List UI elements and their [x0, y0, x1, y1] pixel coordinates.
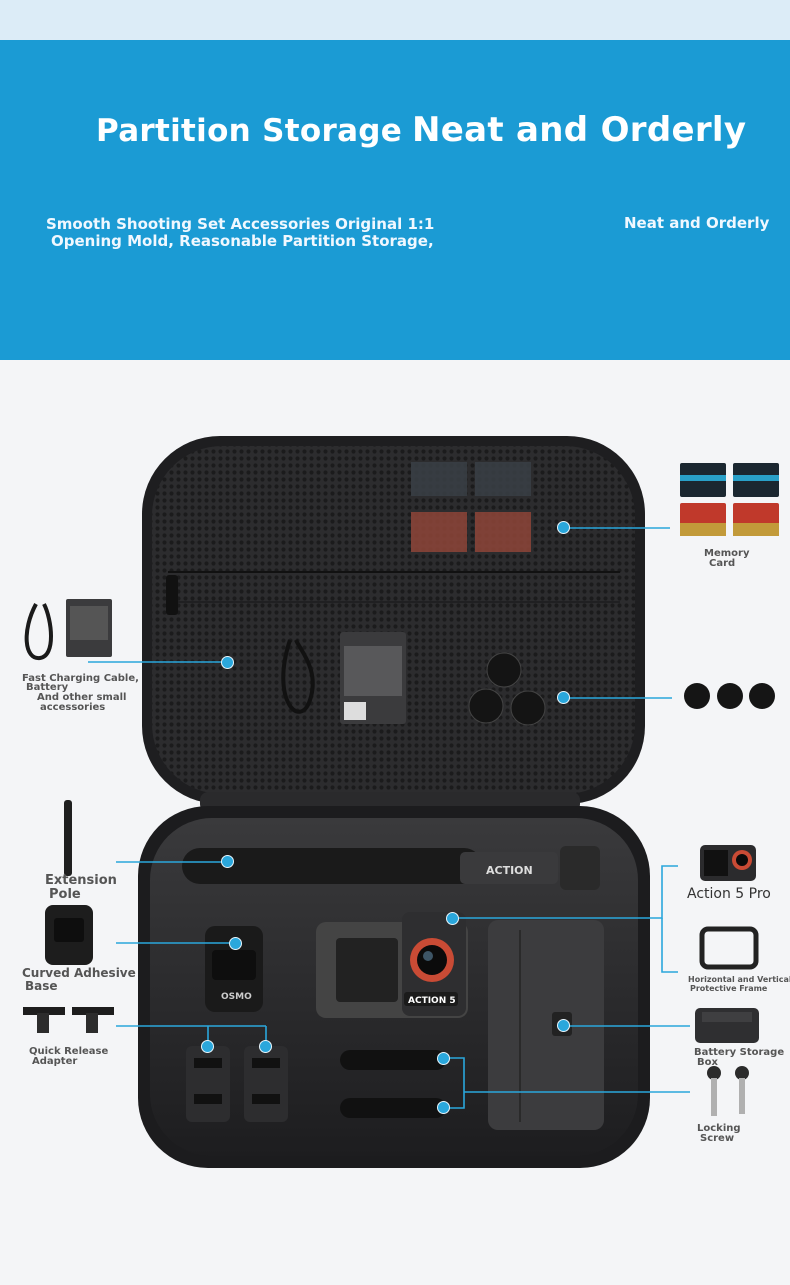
promo-banner	[0, 40, 790, 360]
callout-dot-camera	[446, 912, 459, 925]
lid-memory-cards	[411, 462, 531, 552]
label-memory-card-1: Memory	[704, 548, 750, 559]
side-locking-screws	[707, 1066, 749, 1116]
label-curved-2: Base	[25, 979, 58, 993]
case-camera	[316, 912, 468, 1018]
label-memory-card-2: Card	[709, 558, 736, 569]
callout-dot-adapter-1	[201, 1040, 214, 1053]
callout-dot-adapter-2	[259, 1040, 272, 1053]
label-curved-1: Curved Adhesive	[22, 966, 136, 980]
base-brand: OSMO	[221, 992, 252, 1002]
label-battery-box-2: Box	[697, 1057, 718, 1068]
side-battery-box	[695, 1008, 759, 1043]
headline-left: Partition Storage	[96, 113, 403, 149]
label-locking-2: Screw	[700, 1133, 735, 1144]
side-cable-battery	[24, 599, 112, 660]
label-charging-4: accessories	[40, 702, 106, 713]
label-extension-2: Pole	[49, 887, 81, 902]
callout-dot-memory	[557, 521, 570, 534]
side-camera	[700, 845, 756, 881]
case-adhesive-base	[205, 926, 263, 1012]
label-charging-1: Fast Charging Cable,	[22, 673, 139, 684]
case-locking-screws	[340, 1050, 446, 1118]
side-frame	[699, 926, 759, 970]
headline-right: Neat and Orderly	[412, 110, 747, 150]
callout-dot-screw-1	[437, 1052, 450, 1065]
label-extension-1: Extension	[45, 873, 117, 888]
side-extension-pole	[64, 800, 72, 876]
label-frame-2: Protective Frame	[690, 984, 768, 993]
callout-dot-charging	[221, 656, 234, 669]
label-frame-1: Horizontal and Vertical	[688, 975, 790, 984]
callout-dot-pole	[221, 855, 234, 868]
case-quick-release	[186, 1046, 288, 1122]
label-quick-1: Quick Release	[29, 1046, 109, 1057]
top-strip	[0, 0, 790, 40]
case-extension-pole	[182, 846, 600, 890]
callout-dot-base	[229, 937, 242, 950]
label-locking-1: Locking	[697, 1123, 741, 1134]
side-filters	[684, 683, 775, 709]
callout-lines	[88, 527, 690, 1109]
label-charging-3: And other small	[37, 692, 127, 703]
pole-brand: ACTION	[486, 864, 533, 877]
camera-badge: ACTION 5	[408, 996, 456, 1006]
callout-dot-screw-2	[437, 1101, 450, 1114]
label-battery-box-1: Battery Storage	[694, 1047, 785, 1058]
subtitle-line-1: Smooth Shooting Set Accessories Original…	[46, 215, 435, 233]
side-quick-release	[23, 1007, 114, 1033]
subtitle-line-2: Opening Mold, Reasonable Partition Stora…	[51, 232, 434, 250]
lid-cable-battery	[281, 632, 406, 724]
label-charging-2: Battery	[26, 682, 69, 693]
case-battery-box	[488, 920, 604, 1130]
subtitle-right: Neat and Orderly	[624, 214, 770, 232]
side-adhesive-base	[45, 905, 93, 965]
lid-filters	[468, 652, 546, 726]
side-memory-cards	[680, 463, 779, 536]
case-lid	[142, 436, 645, 804]
callout-dot-filters	[557, 691, 570, 704]
label-action: Action 5 Pro	[687, 886, 771, 902]
label-quick-2: Adapter	[32, 1056, 78, 1067]
callout-dot-battery-box	[557, 1019, 570, 1032]
